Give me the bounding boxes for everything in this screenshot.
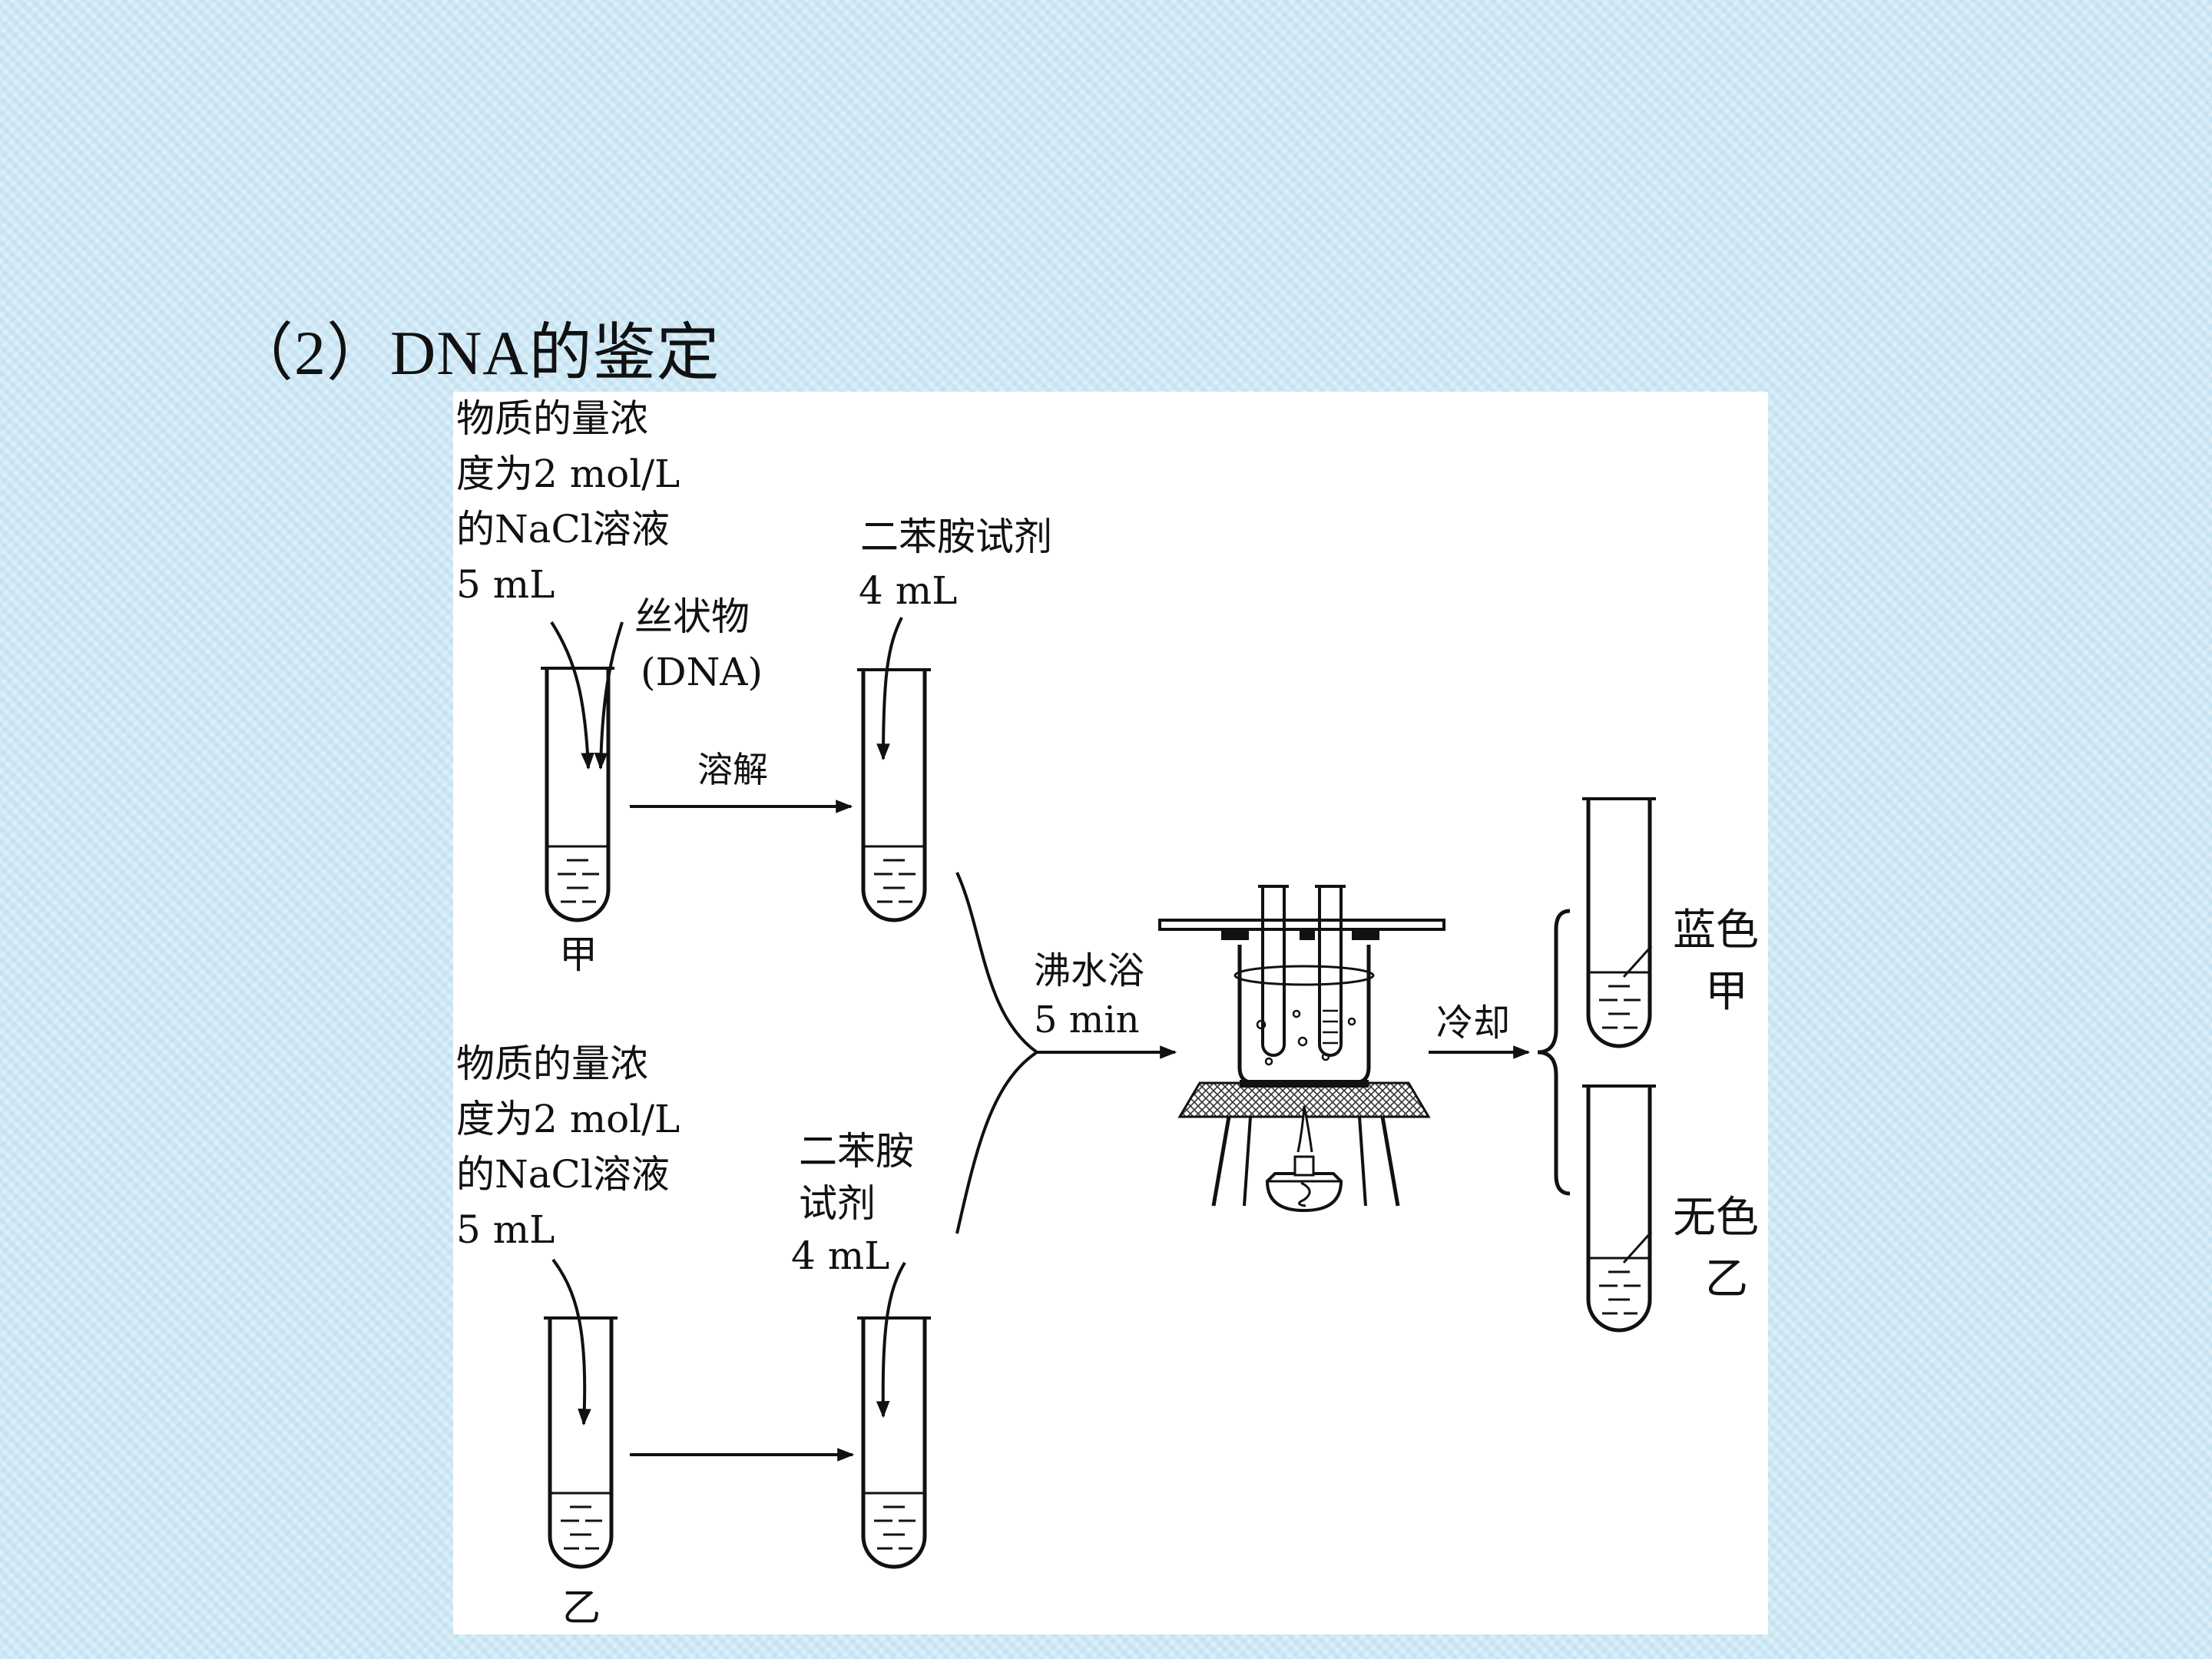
test-tube-jia-top	[541, 667, 614, 922]
reagent-label-top: 二苯胺试剂 4 mL	[859, 515, 1052, 613]
reagent-label-bottom-line2: 试剂	[799, 1181, 876, 1226]
result-tube-jia	[1582, 797, 1656, 1048]
heating-label-line1: 沸水浴	[1034, 949, 1144, 992]
merge-curve-bottom	[955, 1051, 1038, 1234]
result-color-label-yi: 无色	[1673, 1193, 1759, 1243]
heating-label-line2: 5 min	[1034, 998, 1140, 1041]
result-color-label-jia: 蓝色	[1673, 906, 1759, 955]
tube-label-yi-bottom: 乙	[562, 1585, 601, 1630]
reagent-label-top-line1: 二苯胺试剂	[860, 515, 1052, 559]
boiling-water-bath	[1158, 885, 1445, 1213]
dna-label: 丝状物 (DNA)	[634, 594, 763, 694]
result-tube-label-jia: 甲	[1705, 967, 1748, 1017]
nacl-label-bottom-line2: 度为2 mol/L	[456, 1097, 680, 1141]
nacl-label-top: 物质的量浓 度为2 mol/L 的NaCl溶液 5 mL	[456, 396, 680, 607]
dna-arrow	[594, 621, 624, 770]
reagent-arrow-top	[876, 617, 903, 761]
test-tube-reagent-top	[857, 668, 931, 922]
diagram-panel: 物质的量浓 度为2 mol/L 的NaCl溶液 5 mL 丝状物 (DNA) 甲…	[453, 392, 1768, 1634]
test-tube-reagent-bottom	[857, 1316, 931, 1569]
heating-label: 沸水浴 5 min	[1034, 949, 1144, 1041]
nacl-arrow-bottom	[551, 1258, 591, 1426]
result-brace	[1537, 909, 1571, 1196]
dna-label-line1: 丝状物	[634, 594, 750, 639]
tube-label-jia-top: 甲	[559, 932, 598, 977]
experiment-diagram: 物质的量浓 度为2 mol/L 的NaCl溶液 5 mL 丝状物 (DNA) 甲…	[456, 396, 1759, 1630]
reagent-label-bottom-line3: 4 mL	[791, 1233, 889, 1278]
slide-title: （2）DNA的鉴定	[230, 318, 720, 388]
nacl-label-bottom: 物质的量浓 度为2 mol/L 的NaCl溶液 5 mL	[456, 1041, 680, 1252]
cooling-label: 冷却	[1436, 1002, 1510, 1045]
test-tube-yi-bottom	[544, 1316, 618, 1569]
reagent-label-top-line2: 4 mL	[859, 568, 957, 613]
dna-label-line2: (DNA)	[641, 650, 763, 694]
nacl-label-bottom-line4: 5 mL	[456, 1207, 555, 1252]
merge-curve-top	[955, 872, 1038, 1054]
nacl-label-top-line2: 度为2 mol/L	[456, 452, 680, 496]
nacl-label-top-line4: 5 mL	[456, 562, 555, 607]
nacl-label-bottom-line3: 的NaCl溶液	[456, 1152, 670, 1197]
nacl-label-bottom-line1: 物质的量浓	[456, 1041, 648, 1086]
reagent-label-bottom-line1: 二苯胺	[799, 1129, 914, 1174]
nacl-label-top-line1: 物质的量浓	[456, 396, 648, 441]
dissolve-label: 溶解	[697, 749, 768, 790]
result-tube-yi	[1582, 1084, 1656, 1333]
reagent-label-bottom: 二苯胺 试剂 4 mL	[791, 1129, 914, 1278]
result-tube-label-yi: 乙	[1705, 1254, 1748, 1304]
nacl-arrow-top	[550, 621, 594, 770]
reagent-arrow-bottom	[876, 1261, 906, 1419]
nacl-label-top-line3: 的NaCl溶液	[456, 507, 670, 551]
